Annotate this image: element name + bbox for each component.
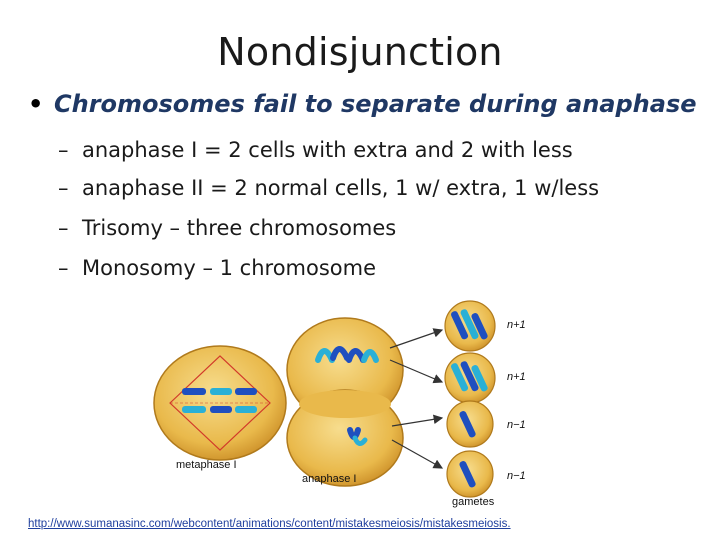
gamete <box>444 300 496 352</box>
gamete <box>446 450 494 498</box>
dash-marker: – <box>58 216 69 240</box>
gamete-label: n+1 <box>507 371 526 383</box>
chromosome <box>182 406 206 413</box>
spindle-lines <box>169 355 271 451</box>
sub-item: –anaphase II = 2 normal cells, 1 w/ extr… <box>58 176 599 200</box>
sub-item-text: anaphase II = 2 normal cells, 1 w/ extra… <box>82 176 600 200</box>
metaphase-cell <box>153 345 287 461</box>
main-bullet: • Chromosomes fail to separate during ana… <box>28 90 697 118</box>
chromosome <box>210 388 232 395</box>
nondisjunction-diagram: metaphase I anaphase I n+1 n+1 <box>153 300 526 508</box>
dash-marker: – <box>58 176 69 200</box>
chromosome <box>330 346 350 361</box>
chromosome <box>361 349 379 363</box>
gamete <box>446 400 494 448</box>
dash-marker: – <box>58 138 69 162</box>
anaphase-cell <box>286 317 404 487</box>
anaphase-label: anaphase I <box>302 473 356 485</box>
arrow <box>391 414 444 427</box>
arrow <box>389 328 444 349</box>
gamete-label: n+1 <box>507 319 526 331</box>
main-bullet-text: Chromosomes fail to separate during anap… <box>54 90 697 118</box>
bullet-marker: • <box>28 90 44 118</box>
chromosome <box>182 388 206 395</box>
sub-item: –anaphase I = 2 cells with extra and 2 w… <box>58 138 573 162</box>
sub-item-text: Monosomy – 1 chromosome <box>82 256 377 280</box>
sub-item-text: anaphase I = 2 cells with extra and 2 wi… <box>82 138 573 162</box>
chromosome <box>235 406 257 413</box>
sub-item: –Trisomy – three chromosomes <box>58 216 396 240</box>
gamete-label: n−1 <box>507 470 526 482</box>
arrow <box>389 359 444 384</box>
source-link[interactable]: http://www.sumanasinc.com/webcontent/ani… <box>28 518 511 530</box>
slide-title: Nondisjunction <box>217 30 503 74</box>
arrows <box>389 328 444 469</box>
chromosome <box>210 406 232 413</box>
gametes-label: gametes <box>452 496 495 508</box>
dash-marker: – <box>58 256 69 280</box>
sub-item: –Monosomy – 1 chromosome <box>58 256 376 280</box>
arrow <box>391 439 444 469</box>
chromosome <box>352 435 368 446</box>
chromosome <box>346 348 366 363</box>
chromosome <box>235 388 257 395</box>
metaphase-label: metaphase I <box>176 459 237 471</box>
gamete-label: n−1 <box>507 419 526 431</box>
sub-item-text: Trisomy – three chromosomes <box>82 216 397 240</box>
gamete <box>444 352 496 404</box>
